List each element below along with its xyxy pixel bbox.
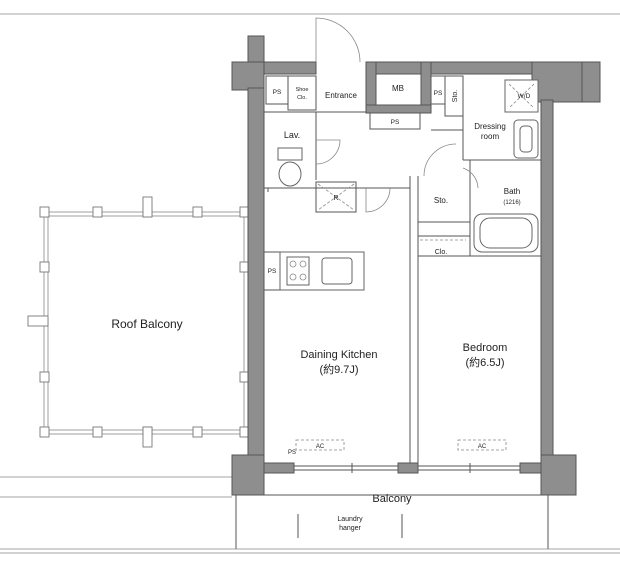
kitchen-label-line2: (約9.7J) — [319, 362, 358, 376]
bedroom-label-line2: (約6.5J) — [465, 355, 504, 369]
wall-bottom-left — [263, 462, 295, 474]
wall-top-right — [365, 61, 537, 75]
entrance-label: Entrance — [325, 91, 358, 100]
partitions — [263, 75, 541, 463]
lav-door — [315, 139, 341, 165]
balcony: Balcony Laundry hanger — [0, 493, 620, 554]
wall-bottom-right-corner — [540, 454, 577, 496]
laundry-hanger-line1: Laundry — [337, 516, 363, 523]
lav-label: Lav. — [284, 130, 300, 140]
ps-label-bottom: PS — [288, 450, 296, 456]
balcony-windows — [294, 463, 520, 473]
shoe-closet-label-line1: Shoe — [296, 87, 309, 93]
wall-left — [247, 87, 265, 461]
wall-left-top — [247, 35, 265, 65]
wall-bottom-left-corner — [231, 454, 265, 496]
closet-label: Clo. — [435, 249, 448, 256]
ac-unit-bedroom — [457, 439, 507, 451]
doors — [315, 17, 479, 213]
bath-label: Bath — [504, 187, 520, 196]
dressing-room-label-line1: Dressing — [474, 122, 506, 131]
wall-mb-bottom — [365, 104, 432, 114]
wall-right — [540, 99, 554, 471]
kitchen-label-line1: Daining Kitchen — [300, 349, 377, 361]
mb-label: MB — [392, 84, 404, 93]
balcony-label: Balcony — [372, 493, 412, 505]
refrigerator-space — [315, 181, 357, 213]
room-labels: PS Shoe Clo. Entrance MB PS PS Sto. Lav.… — [268, 84, 531, 456]
shoe-closet — [287, 75, 317, 111]
roof-balcony: Roof Balcony — [27, 196, 250, 448]
dressing-door — [462, 167, 479, 189]
wall-bottom-mid — [397, 462, 419, 474]
refrigerator-label: R — [333, 195, 338, 202]
wall-top-left — [263, 61, 317, 75]
wall-right-top — [531, 61, 583, 103]
ps-label-corridor: PS — [391, 119, 400, 126]
dressing-room-label-line2: room — [481, 132, 500, 141]
roof-balcony-label: Roof Balcony — [111, 317, 182, 331]
sto-vertical-label: Sto. — [452, 90, 459, 103]
stove — [286, 256, 310, 286]
ac-unit-kitchen — [295, 439, 345, 451]
bedroom-label-line1: Bedroom — [463, 342, 508, 354]
ps-label-entrance: PS — [273, 89, 282, 96]
corridor-door — [365, 187, 391, 213]
bath-door — [423, 143, 457, 177]
walls — [231, 35, 601, 496]
toilet-tank — [277, 147, 303, 161]
entrance-door — [315, 17, 361, 63]
wall-bottom-right — [519, 462, 542, 474]
ps-label-right: PS — [434, 90, 443, 97]
ps-box-corridor — [369, 112, 421, 130]
sink — [321, 257, 353, 285]
ac-label-bedroom: AC — [478, 444, 487, 450]
wall-right-stub — [581, 61, 601, 103]
toilet-bowl — [278, 161, 302, 187]
shoe-closet-label-line2: Clo. — [297, 95, 307, 101]
ac-label-kitchen: AC — [316, 444, 325, 450]
sto-label: Sto. — [434, 196, 448, 205]
wd-label: W/D — [518, 93, 531, 100]
ps-label-kitchen: PS — [268, 268, 277, 275]
bath-size-label: (1216) — [503, 200, 520, 206]
wall-left-corner — [231, 61, 265, 91]
laundry-hanger-line2: hanger — [339, 525, 361, 532]
